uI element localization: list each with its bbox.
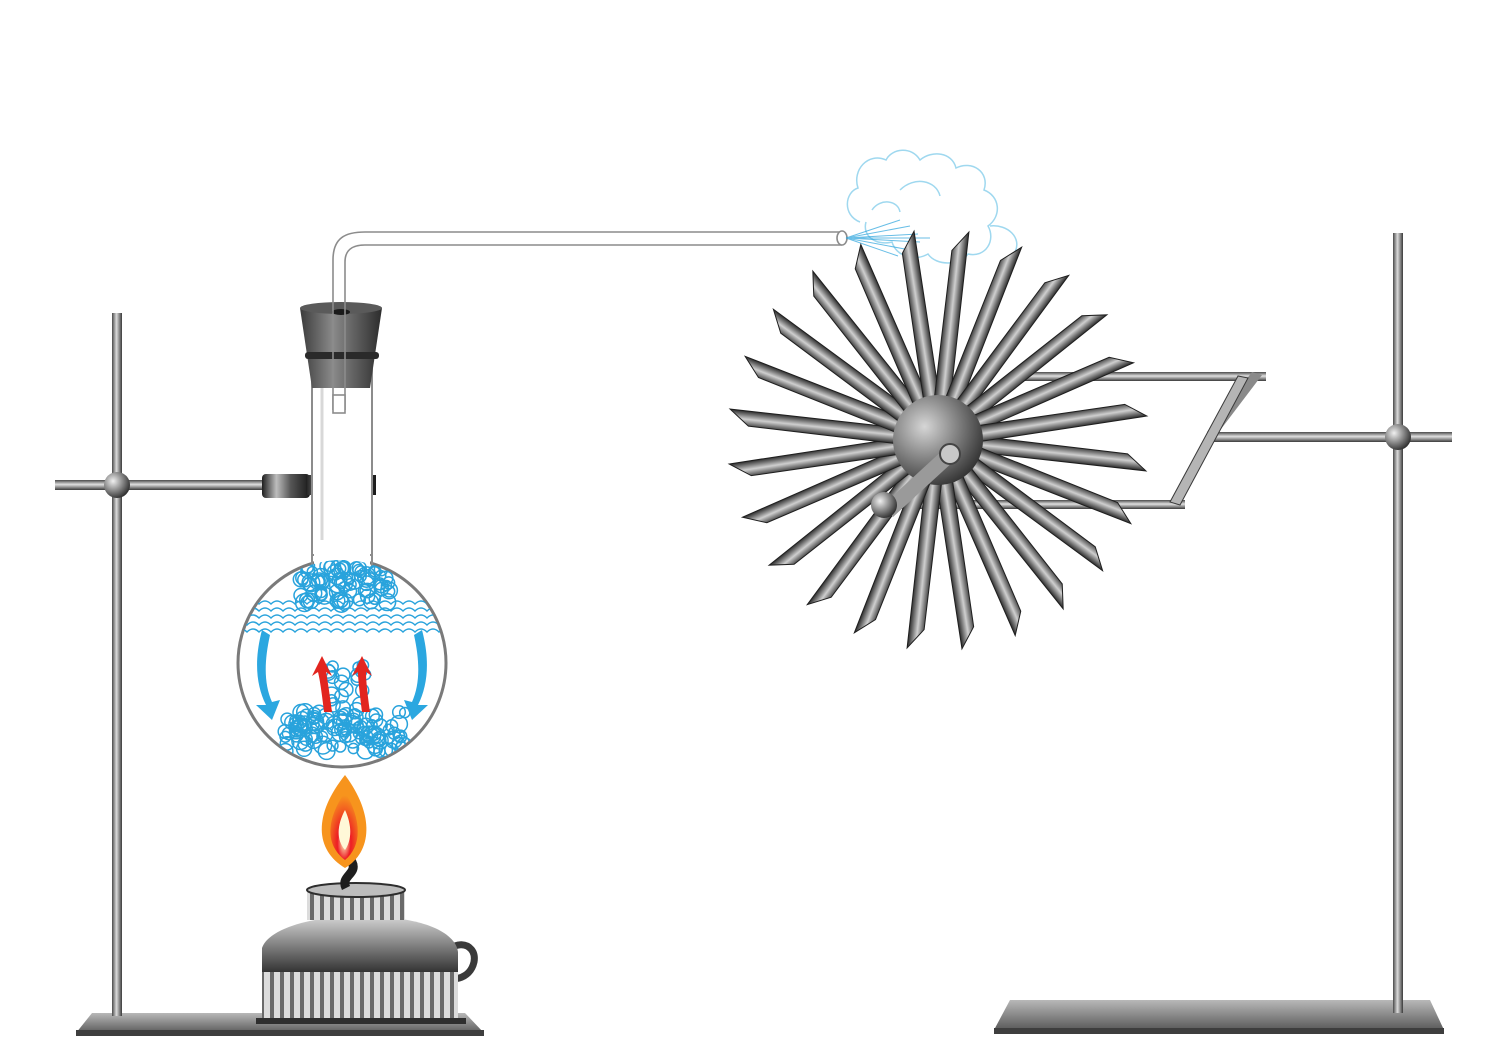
steam-bubble xyxy=(333,674,350,690)
steam-bubble xyxy=(336,708,350,721)
left-clamp-arm xyxy=(55,480,295,490)
steam-jet xyxy=(845,219,930,257)
steam-bubble xyxy=(382,585,396,598)
burner-base-rim xyxy=(256,1018,466,1024)
steam-bubble xyxy=(360,725,379,744)
rubber-stopper xyxy=(300,308,382,388)
turbine-hub xyxy=(893,395,983,485)
water-wave xyxy=(239,607,445,613)
turbine xyxy=(727,229,1149,651)
left-stand-base-edge xyxy=(76,1030,484,1036)
steam-cloud-icon xyxy=(846,149,1018,264)
steam-bubble xyxy=(313,735,333,755)
steam-bubble xyxy=(338,706,355,724)
water-wave xyxy=(239,628,445,634)
fork-diagonal-lower xyxy=(1169,375,1249,506)
fork-upper-rail xyxy=(1010,372,1266,381)
steam-bubble xyxy=(387,726,401,740)
axle-bearing xyxy=(871,492,897,518)
steam-bubble xyxy=(338,730,352,744)
convection-arrow-center-up-left xyxy=(312,656,332,712)
steam-bubble xyxy=(299,732,313,746)
right-clamp-arm xyxy=(1210,432,1452,442)
steam-bubble xyxy=(335,700,352,717)
turbine-blades xyxy=(727,229,1149,651)
burner-collar-top xyxy=(306,882,406,898)
steam-bubble xyxy=(391,705,407,720)
steam-bubble xyxy=(323,560,336,573)
steam-bubble xyxy=(316,730,329,743)
steam-bubble xyxy=(325,718,344,737)
steam-bubble xyxy=(301,573,321,593)
burner-body xyxy=(262,918,458,975)
steam-bubble xyxy=(326,739,339,752)
flask-clamp-screw xyxy=(262,474,310,498)
steam-bubble xyxy=(341,571,354,584)
steam-bubble xyxy=(297,715,313,731)
steam-bubble xyxy=(293,587,309,603)
right-bosshead-knob xyxy=(1385,424,1411,450)
steam-bubble xyxy=(358,575,375,592)
steam-bubble xyxy=(389,714,409,734)
steam-bubble xyxy=(374,581,390,597)
steam-bubble xyxy=(289,728,304,743)
flask xyxy=(236,302,448,769)
steam-bubble xyxy=(347,742,360,755)
right-stand-base-edge xyxy=(994,1028,1444,1034)
steam-bubble xyxy=(370,731,389,750)
convection-arrow-left-down xyxy=(256,630,280,720)
steam-bubble xyxy=(373,745,386,758)
water-wave xyxy=(239,621,445,627)
steam-bubble xyxy=(342,583,358,599)
steam-bubble xyxy=(305,715,325,734)
steam-bubble xyxy=(299,708,313,722)
left-stand-rod xyxy=(112,313,122,1016)
water-surface xyxy=(239,600,445,634)
convection-arrow-center-up-right xyxy=(352,656,372,712)
water-wave xyxy=(239,600,445,606)
convection-arrow-right-down xyxy=(404,630,428,720)
steam-bubble xyxy=(366,718,378,731)
steam-bubble xyxy=(354,565,368,579)
steam-bubble xyxy=(297,572,313,588)
right-stand-rod xyxy=(1393,233,1403,1013)
steam-bubble xyxy=(359,582,376,599)
steam-bubble xyxy=(329,560,350,578)
turbine-axle xyxy=(883,448,955,517)
flame-icon xyxy=(321,775,367,868)
steam-bubble xyxy=(296,719,310,734)
steam-bubble xyxy=(307,712,321,726)
right-stand-base xyxy=(994,1000,1444,1030)
left-bosshead-knob xyxy=(104,472,130,498)
steam-bubble xyxy=(369,713,384,728)
delivery-tube xyxy=(332,230,848,414)
steam-bubble xyxy=(368,592,382,606)
water-wave xyxy=(239,614,445,620)
burner xyxy=(256,847,478,1024)
steam-bubble xyxy=(334,722,349,737)
steam-bubble xyxy=(354,731,368,745)
steam-bubble xyxy=(314,574,326,587)
steam-bubble xyxy=(380,579,393,592)
burner-base-ridges xyxy=(262,972,458,1022)
